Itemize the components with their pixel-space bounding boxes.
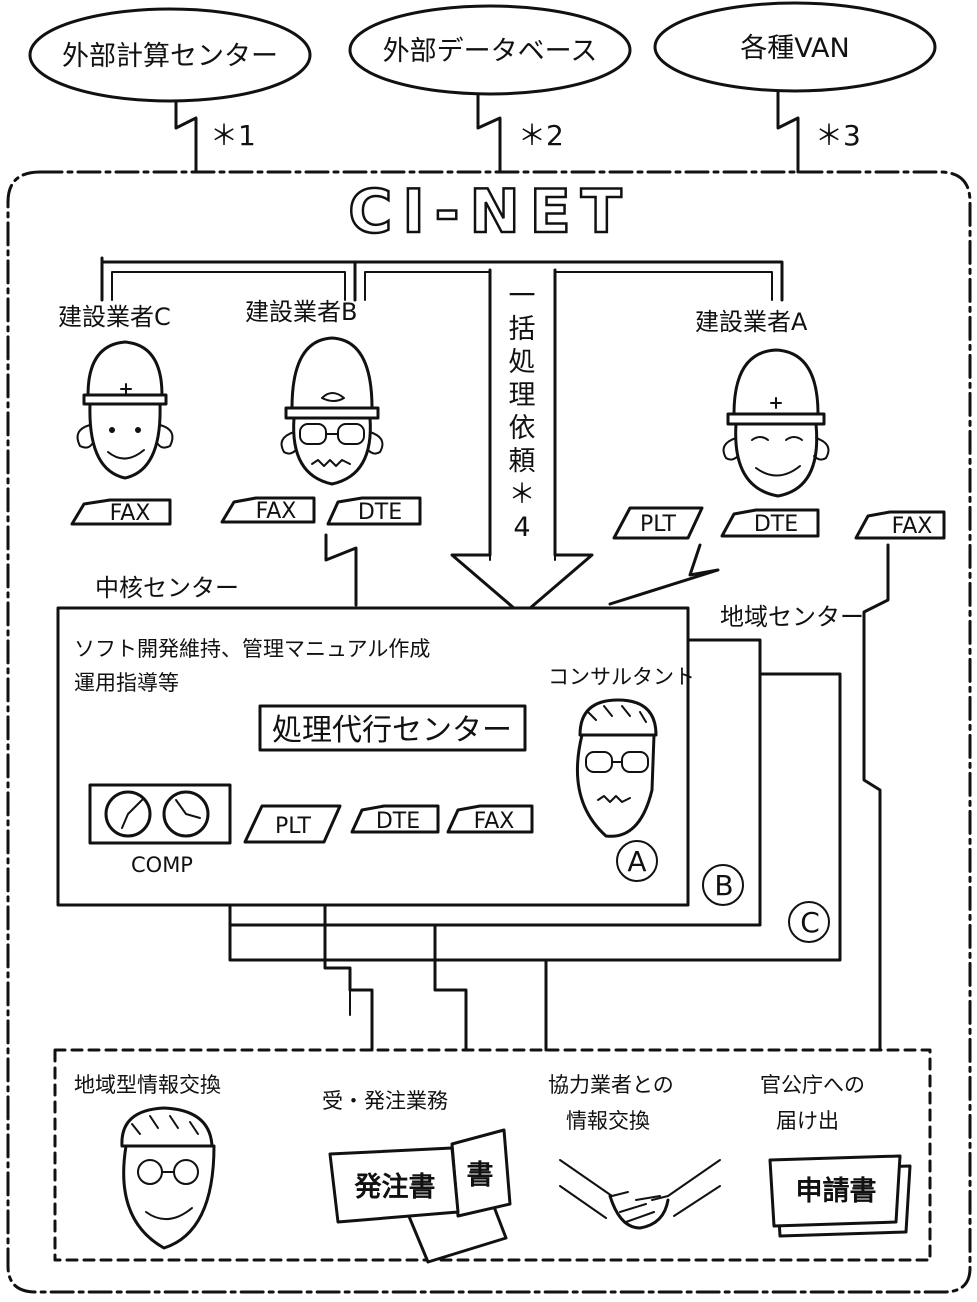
terminal-fax: FAX [220,496,316,524]
terminal-label: DTE [376,809,420,834]
external-node-label: 外部計算センター [62,41,278,72]
batch-request-char: 4 [513,512,530,543]
regional-center-label: 地域センター [720,603,864,631]
document-icon: 申請書 [768,1154,912,1238]
consultant-label: コンサルタント [548,665,695,689]
regional-marker: B [714,869,733,902]
regional-center-c: C [228,672,842,962]
regional-center-b: B [228,638,762,927]
document-back-label: 書 [467,1160,494,1191]
terminal-label: FAX [892,514,933,539]
link-bolt-3: ＊3 [776,89,861,174]
terminal-label: FAX [110,501,151,526]
contractor-c: 建設業者C FAX [58,303,174,526]
service-regional-exchange: 地域型情報交換 [74,1073,221,1250]
link-note: ＊3 [815,119,861,152]
link-note: ＊2 [518,119,564,152]
service-label: 届け出 [776,1109,839,1133]
consultant-person-icon [120,1106,216,1250]
regional-marker: C [800,906,820,939]
contractor-a: 建設業者A PLT DTE FAX [608,308,946,1052]
comp-label: COMP [131,853,193,877]
terminal-plt: PLT [612,506,704,540]
terminal-label: DTE [358,500,402,525]
core-marker: A [627,845,646,878]
link-note: ＊1 [210,119,256,152]
distribution-bracket [100,256,784,302]
hard-hat-person-icon [76,340,174,480]
batch-request-char: ＊ [509,479,536,510]
disk-drive-icon: COMP [88,783,232,877]
batch-request-char: 処 [509,347,536,378]
batch-request-char: 一 [509,281,536,312]
link-down-2 [433,923,468,1052]
terminal-fax: FAX [446,804,534,834]
batch-request-char: 括 [509,314,536,345]
terminal-label: PLT [275,814,311,839]
terminal-label: FAX [474,809,515,834]
terminal-dte: DTE [350,804,440,834]
processing-center-box: 処理代行センター [258,704,527,752]
external-node-calc-center: 外部計算センター [28,7,312,103]
contractor-label: 建設業者B [245,298,357,326]
core-center-label: 中核センター [95,574,239,602]
processing-center-label: 処理代行センター [272,713,512,748]
document-label: 発注書 [354,1171,436,1203]
service-label: 地域型情報交換 [74,1073,221,1097]
batch-request-arrow: 一 括 処 理 依 頼 ＊ 4 [450,268,594,617]
service-label: 受・発注業務 [322,1089,448,1113]
document-label: 申請書 [796,1175,877,1207]
service-label: 情報交換 [566,1109,650,1133]
ci-net-frame [6,170,972,1294]
external-node-van: 各種VAN [653,1,937,93]
hard-hat-person-icon [280,336,384,486]
batch-request-char: 理 [509,380,536,411]
service-government-filing: 官公庁への 届け出 申請書 [760,1073,912,1238]
terminal-label: PLT [640,512,676,537]
link-bolt-1: ＊1 [174,99,256,174]
hard-hat-person-icon [722,348,830,498]
terminal-plt: PLT [243,804,342,844]
core-description-line1: ソフト開発維持、管理マニュアル作成 [74,637,430,661]
terminal-dte: DTE [326,496,422,526]
core-center-box: ソフト開発維持、管理マニュアル作成 運用指導等 コンサルタント 処理代行センター… [56,606,695,907]
external-node-database: 外部データベース [348,4,632,96]
handshake-icon [559,1159,721,1230]
terminal-label: FAX [256,499,297,524]
contractor-b: 建設業者B FAX DTE [220,298,422,607]
terminal-label: DTE [754,512,798,537]
terminal-fax: FAX [70,498,172,526]
batch-request-char: 依 [509,413,536,444]
service-label: 協力業者との [548,1073,674,1097]
terminal-fax: FAX [854,510,946,540]
link-down-1 [323,903,374,1052]
service-label: 官公庁への [760,1073,865,1097]
batch-request-char: 頼 [509,446,536,477]
services-area [53,1048,932,1262]
consultant-person-icon [575,698,658,838]
link-bolt-2: ＊2 [476,92,564,174]
external-node-label: 各種VAN [740,33,849,64]
network-title: CI-NET [348,177,631,247]
core-description-line2: 運用指導等 [74,671,179,695]
external-node-label: 外部データベース [383,36,598,67]
service-partner-exchange: 協力業者との 情報交換 [548,1073,721,1230]
service-ordering: 受・発注業務 書 発注書 [322,1089,512,1264]
terminal-dte: DTE [720,508,820,538]
document-icon: 書 発注書 [328,1128,512,1264]
contractor-label: 建設業者A [695,308,808,336]
contractor-label: 建設業者C [58,303,171,331]
